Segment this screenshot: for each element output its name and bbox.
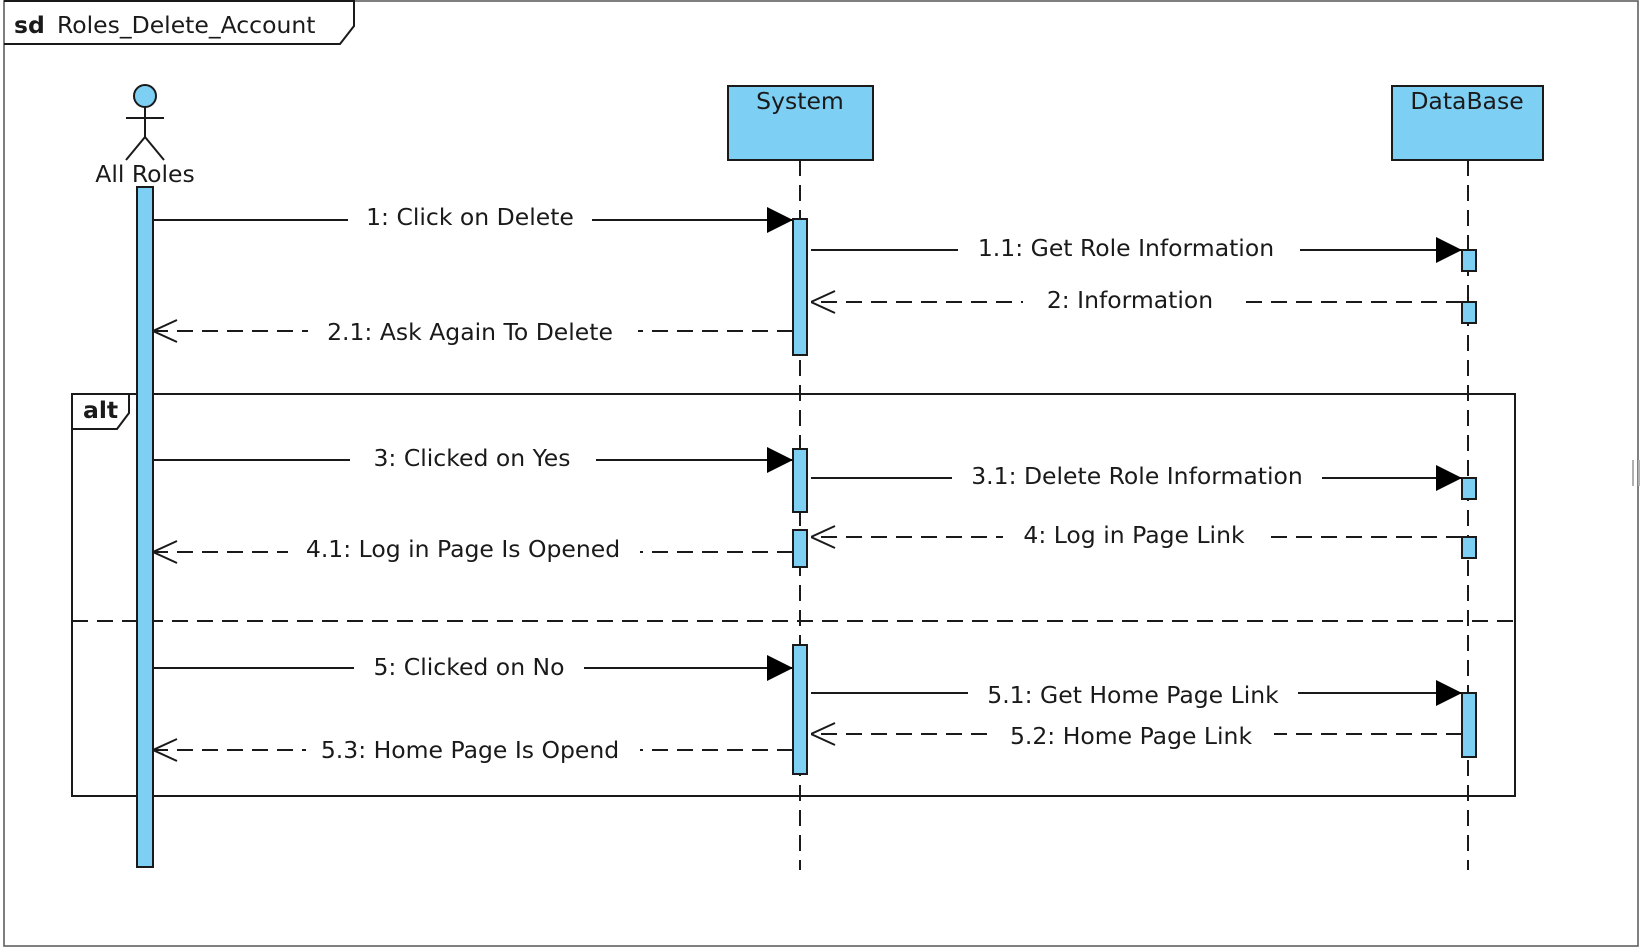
resize-grip-handle[interactable]: [1632, 460, 1640, 486]
actor-all-roles: All Roles: [95, 84, 195, 188]
message-2-1: 2.1: Ask Again To Delete: [153, 315, 793, 346]
message-5: 5: Clicked on No: [153, 652, 793, 682]
activation-system-4: [792, 644, 808, 775]
message-label: 4.1: Log in Page Is Opened: [306, 535, 620, 563]
lifeline-database-label: DataBase: [1410, 87, 1523, 115]
frame-title: Roles_Delete_Account: [57, 11, 315, 39]
message-3: 3: Clicked on Yes: [153, 444, 793, 474]
message-label: 5.3: Home Page Is Opend: [321, 736, 619, 764]
message-4-1: 4.1: Log in Page Is Opened: [153, 535, 793, 566]
message-label: 1.1: Get Role Information: [978, 234, 1274, 262]
activation-actor: [136, 186, 154, 868]
activation-system-3: [792, 529, 808, 568]
activation-db-1: [1461, 249, 1477, 272]
activation-system-1: [792, 218, 808, 356]
message-5-2: 5.2: Home Page Link: [811, 718, 1462, 750]
activation-db-3: [1461, 477, 1477, 500]
message-2: 2: Information: [811, 286, 1462, 316]
message-label: 2.1: Ask Again To Delete: [327, 318, 613, 346]
message-label: 4: Log in Page Link: [1023, 521, 1245, 549]
message-label: 5.2: Home Page Link: [1010, 722, 1253, 750]
lifeline-database-header: DataBase: [1391, 85, 1544, 161]
message-1-1: 1.1: Get Role Information: [811, 234, 1462, 264]
message-5-1: 5.1: Get Home Page Link: [811, 677, 1462, 709]
message-1: 1: Click on Delete: [153, 203, 793, 234]
message-label: 5: Clicked on No: [373, 653, 564, 681]
actor-head: [133, 84, 157, 108]
message-4: 4: Log in Page Link: [811, 521, 1462, 551]
alt-operator: alt: [83, 396, 118, 424]
message-label: 5.1: Get Home Page Link: [987, 681, 1279, 709]
frame-name-tab: [4, 0, 355, 45]
activation-db-4: [1461, 536, 1477, 559]
message-label: 2: Information: [1047, 286, 1213, 314]
message-label: 3.1: Delete Role Information: [971, 462, 1303, 490]
message-label: 1: Click on Delete: [366, 203, 574, 231]
activation-db-5: [1461, 692, 1477, 758]
alt-fragment: alt: [71, 393, 1516, 797]
message-3-1: 3.1: Delete Role Information: [811, 462, 1462, 492]
activation-db-2: [1461, 301, 1477, 324]
lifeline-system-label: System: [756, 87, 844, 115]
message-label: 3: Clicked on Yes: [373, 444, 570, 472]
activation-system-2: [792, 448, 808, 513]
actor-label: All Roles: [95, 160, 195, 188]
frame-keyword: sd: [14, 11, 45, 39]
lifeline-system-header: System: [727, 85, 874, 161]
message-5-3: 5.3: Home Page Is Opend: [153, 734, 793, 764]
